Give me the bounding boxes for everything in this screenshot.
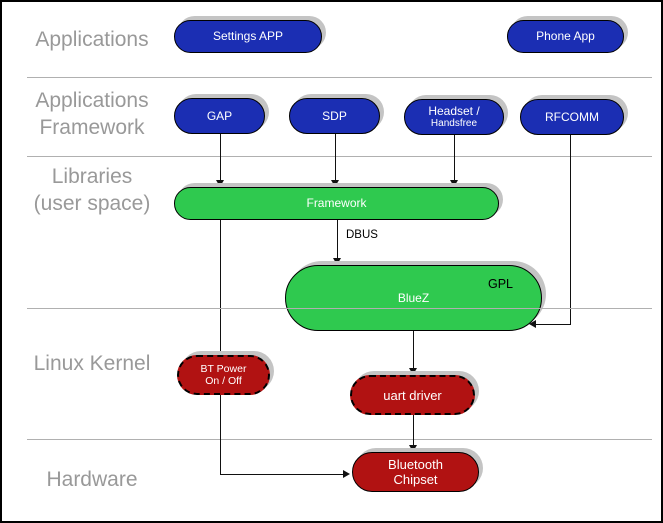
arrowhead-down-icon	[333, 258, 341, 265]
node-rfcomm: RFCOMM	[520, 99, 624, 135]
node-sdp: SDP	[289, 98, 380, 134]
node-bluez: GPL BlueZ	[285, 265, 542, 331]
edge-bluez-to-uart	[413, 331, 414, 368]
node-settings-app: Settings APP	[174, 20, 322, 53]
layer-label-text: Framework	[39, 116, 145, 139]
layer-label-text: (user space)	[33, 192, 151, 215]
node-label: BT Power	[200, 363, 247, 375]
node-label: Handsfree	[430, 118, 478, 129]
node-label: Phone App	[536, 29, 595, 43]
node-gap: GAP	[174, 98, 265, 134]
edge-framework-to-bluez	[337, 220, 338, 258]
layer-divider-line	[27, 439, 652, 440]
node-label: On / Off	[205, 375, 242, 387]
arrowhead-down-icon	[450, 180, 458, 187]
layer-label-text: Linux Kernel	[33, 352, 151, 375]
layer-label-text: Applications	[35, 28, 149, 51]
edge-framework-to-chipset	[220, 474, 344, 475]
node-headset-handsfree: Headset / Handsfree	[404, 99, 504, 135]
layer-label-libraries-user-space: Libraries (user space)	[6, 163, 178, 217]
arrowhead-down-icon	[216, 180, 224, 187]
node-label: BlueZ	[397, 290, 430, 305]
node-label: Bluetooth	[388, 457, 443, 472]
edge-label-dbus: DBUS	[346, 229, 378, 241]
gpl-badge: GPL	[487, 277, 513, 291]
edge-rfcomm-to-bluez	[534, 324, 571, 325]
node-bluetooth-chipset: Bluetooth Chipset	[352, 452, 479, 492]
layer-label-applications: Applications	[6, 26, 178, 53]
node-label: SDP	[322, 108, 347, 123]
layer-label-text: Libraries	[51, 165, 133, 188]
arrowhead-down-icon	[409, 445, 417, 452]
layer-label-text: Applications	[35, 89, 149, 112]
edge-rfcomm-to-bluez	[570, 135, 571, 325]
edge-framework-to-chipset	[220, 220, 221, 475]
layer-divider-line	[27, 77, 652, 78]
arrowhead-down-icon	[331, 180, 339, 187]
node-phone-app: Phone App	[507, 20, 624, 53]
arrowhead-left-icon	[529, 320, 536, 328]
edge-headset-to-framework	[454, 135, 455, 181]
edge-uart-to-chipset	[413, 415, 414, 445]
edge-sdp-to-framework	[335, 134, 336, 181]
node-uart-driver: uart driver	[350, 375, 475, 415]
layer-label-linux-kernel: Linux Kernel	[6, 350, 178, 377]
node-label: uart driver	[383, 387, 442, 403]
node-label: GAP	[206, 108, 233, 123]
layer-divider-line	[27, 156, 652, 157]
layer-label-text: Hardware	[46, 468, 138, 491]
node-label: Settings APP	[212, 29, 284, 43]
edge-gap-to-framework	[220, 134, 221, 181]
node-label: Headset /	[428, 104, 480, 118]
layer-label-applications-framework: Applications Framework	[6, 87, 178, 141]
node-label: RFCOMM	[545, 109, 599, 124]
node-label: Chipset	[393, 472, 438, 487]
layer-divider-line	[27, 308, 652, 309]
node-framework: Framework	[174, 187, 499, 220]
node-label: Framework	[306, 196, 367, 210]
arrowhead-down-icon	[409, 368, 417, 375]
node-bt-power-on-off: BT Power On / Off	[177, 355, 270, 395]
arrowhead-right-icon	[343, 470, 350, 478]
layer-label-hardware: Hardware	[6, 466, 178, 493]
